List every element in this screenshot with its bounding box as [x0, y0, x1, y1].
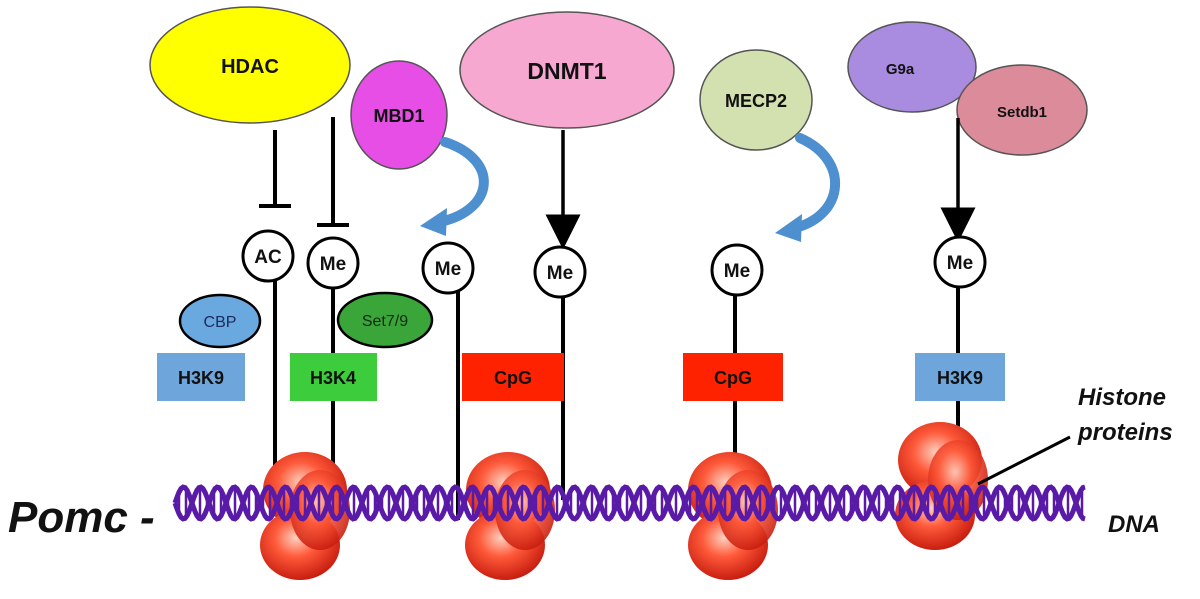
dnmt1-enzyme: DNMT1: [459, 11, 675, 129]
histone-pointer-line: [977, 435, 1071, 486]
cbp-enzyme: CBP: [178, 293, 262, 349]
nucleosome-4: [895, 422, 988, 550]
me-mark-h3k9: Me: [933, 235, 987, 289]
svg-text:CpG: CpG: [494, 368, 532, 388]
histone-label-line2: proteins: [1077, 419, 1173, 446]
set79-label: Set7/9: [362, 313, 408, 330]
mbd1-label: MBD1: [373, 106, 424, 126]
svg-text:Me: Me: [435, 259, 461, 280]
g9a-enzyme: G9a: [847, 21, 977, 113]
mbd1-enzyme: MBD1: [350, 60, 448, 170]
svg-text:Me: Me: [320, 254, 346, 275]
set79-enzyme: Set7/9: [336, 291, 434, 349]
site-h3k9-1: H3K9: [157, 353, 245, 401]
me-mark-mecp2: Me: [710, 243, 764, 297]
g9a-label: G9a: [886, 61, 915, 78]
hdac-inhibition-me: [317, 117, 349, 227]
hdac-inhibition-ac: [259, 130, 291, 208]
setdb1-enzyme: Setdb1: [956, 64, 1088, 156]
svg-text:H3K9: H3K9: [937, 368, 983, 388]
mecp2-label: MECP2: [725, 91, 787, 111]
mbd1-binding-arrow: [420, 137, 489, 236]
histone-label-line1: Histone: [1078, 384, 1166, 411]
me-mark-h3k4: Me: [306, 236, 360, 290]
svg-text:H3K4: H3K4: [310, 368, 356, 388]
site-cpg-2: CpG: [683, 353, 783, 401]
me-mark-dnmt1: Me: [533, 245, 587, 299]
mecp2-binding-arrow: [775, 133, 841, 242]
gene-label: Pomc -: [8, 493, 155, 542]
svg-text:Me: Me: [724, 261, 750, 282]
svg-text:Me: Me: [547, 263, 573, 284]
hdac-label: HDAC: [221, 56, 279, 78]
site-h3k9-2: H3K9: [915, 353, 1005, 401]
setdb1-label: Setdb1: [997, 104, 1047, 121]
mecp2-enzyme: MECP2: [699, 49, 813, 151]
hdac-enzyme: HDAC: [149, 6, 351, 124]
svg-text:AC: AC: [254, 247, 282, 268]
svg-text:Me: Me: [947, 253, 973, 274]
site-cpg-1: CpG: [462, 353, 564, 401]
me-mark-mbd1: Me: [421, 241, 475, 295]
dna-label: DNA: [1108, 511, 1160, 538]
dna-helix: [172, 484, 1086, 522]
cbp-label: CBP: [204, 314, 237, 331]
svg-text:CpG: CpG: [714, 368, 752, 388]
dnmt1-label: DNMT1: [527, 58, 606, 84]
svg-text:H3K9: H3K9: [178, 368, 224, 388]
ac-mark: AC: [241, 229, 295, 283]
site-h3k4: H3K4: [290, 353, 377, 401]
